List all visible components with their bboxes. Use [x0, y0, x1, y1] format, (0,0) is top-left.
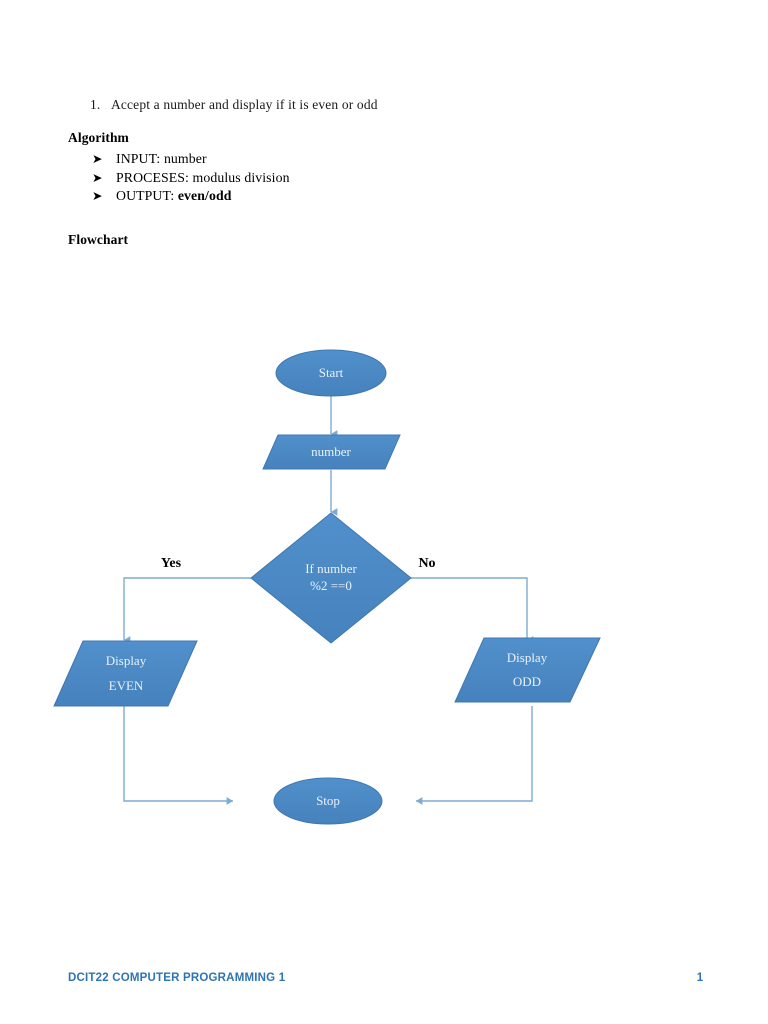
algorithm-item-proceses: ➤ PROCESES: modulus division	[68, 169, 708, 188]
algorithm-item-input: ➤ INPUT: number	[68, 150, 708, 169]
footer-page-number: 1	[696, 972, 704, 984]
arrowhead-bullet-icon: ➤	[92, 188, 103, 203]
algorithm-item-output: ➤ OUTPUT: even/odd	[68, 187, 708, 206]
flow-node-display-odd-line2: ODD	[513, 674, 541, 689]
algorithm-item-label: OUTPUT:	[116, 188, 175, 203]
branch-label-yes: Yes	[161, 556, 182, 571]
flow-node-input-number[interactable]: number	[262, 434, 401, 470]
algorithm-list: ➤ INPUT: number ➤ PROCESES: modulus divi…	[68, 150, 708, 206]
flow-node-decision-line2: %2 ==0	[310, 578, 352, 593]
arrowhead-bullet-icon: ➤	[92, 151, 103, 166]
flow-node-start[interactable]: Start	[275, 349, 387, 397]
connector-display-even-to-stop	[123, 706, 234, 805]
algorithm-item-value: number	[163, 151, 207, 166]
flow-node-display-odd[interactable]: Display ODD	[454, 637, 601, 703]
flow-node-display-even-line1: Display	[106, 653, 147, 668]
arrowhead-bullet-icon: ➤	[92, 169, 103, 185]
text-content-block: 1. Accept a number and display if it is …	[68, 96, 708, 206]
flow-node-display-even[interactable]: Display EVEN	[53, 640, 198, 707]
page-footer: DCIT22 COMPUTER PROGRAMMING 1 1	[0, 962, 768, 1002]
flow-node-stop-label: Stop	[316, 793, 340, 808]
connector-decision-yes-to-display-even	[123, 577, 251, 644]
algorithm-item-value: modulus division	[192, 169, 290, 185]
question-item: 1. Accept a number and display if it is …	[68, 96, 708, 114]
connector-display-odd-to-stop	[415, 706, 533, 805]
flow-node-stop[interactable]: Stop	[273, 777, 383, 825]
flowchart-heading: Flowchart	[68, 232, 129, 247]
flow-node-start-label: Start	[319, 365, 344, 380]
algorithm-item-value: even/odd	[177, 188, 232, 203]
flow-node-display-even-line2: EVEN	[109, 678, 144, 693]
flow-node-decision-line1: If number	[305, 561, 357, 576]
algorithm-heading: Algorithm	[68, 130, 129, 145]
flow-node-decision[interactable]: If number %2 ==0	[250, 512, 412, 644]
algorithm-item-label: PROCESES:	[116, 169, 189, 185]
flow-node-input-number-label: number	[311, 444, 351, 459]
branch-label-no: No	[418, 556, 435, 571]
footer-title: DCIT22 COMPUTER PROGRAMMING 1	[68, 972, 286, 984]
flowchart-canvas: Start number If number %2 ==0 Yes No Dis…	[0, 330, 768, 850]
algorithm-item-label: INPUT:	[116, 151, 161, 166]
question-number: 1.	[90, 97, 101, 112]
flow-node-display-odd-line1: Display	[507, 650, 548, 665]
question-text: Accept a number and display if it is eve…	[111, 97, 378, 112]
connector-decision-no-to-display-odd	[411, 577, 534, 644]
